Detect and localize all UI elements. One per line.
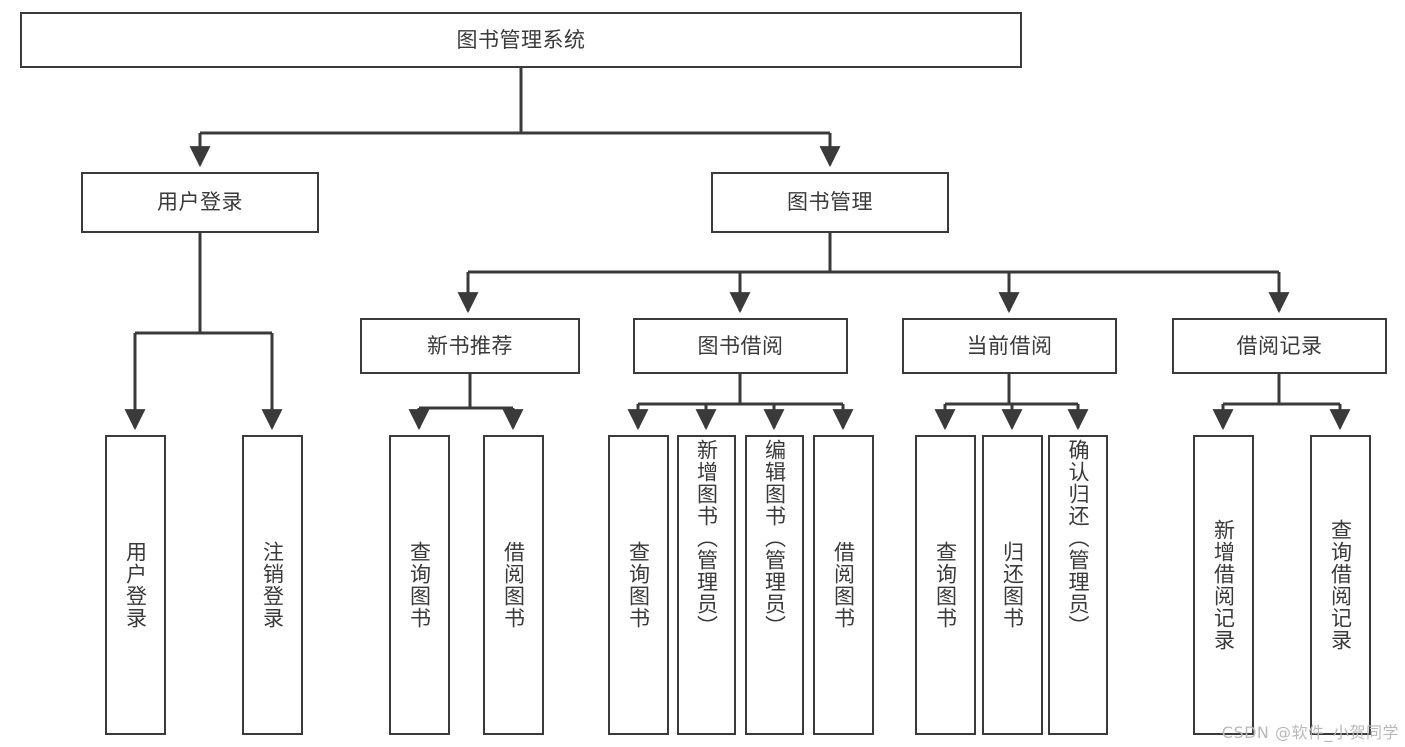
- node-new-book-rec[interactable]: 新书推荐: [360, 318, 580, 374]
- node-leaf-borrow-book-rec-label: 借阅图书: [501, 541, 526, 629]
- node-leaf-edit-book[interactable]: 编辑图书（管理员）: [745, 435, 804, 735]
- node-leaf-edit-book-label: 编辑图书（管理员）: [762, 439, 787, 637]
- node-leaf-confirm-return[interactable]: 确认归还（管理员）: [1048, 435, 1108, 735]
- node-leaf-add-book[interactable]: 新增图书（管理员）: [677, 435, 736, 735]
- node-borrow-record-label: 借阅记录: [1236, 333, 1323, 358]
- node-root-label: 图书管理系统: [456, 27, 586, 52]
- node-leaf-query-book-current-label: 查询图书: [933, 541, 958, 629]
- node-new-book-rec-label: 新书推荐: [427, 333, 513, 358]
- node-current-borrow-label: 当前借阅: [966, 333, 1053, 358]
- node-root[interactable]: 图书管理系统: [20, 12, 1022, 68]
- node-leaf-add-record[interactable]: 新增借阅记录: [1193, 435, 1254, 735]
- watermark-text: CSDN @软件_小贺同学: [1221, 723, 1399, 742]
- node-leaf-add-book-label: 新增图书（管理员）: [694, 439, 719, 637]
- node-current-borrow[interactable]: 当前借阅: [902, 318, 1117, 374]
- node-leaf-add-record-label: 新增借阅记录: [1211, 519, 1236, 651]
- node-leaf-user-logout[interactable]: 注销登录: [242, 435, 303, 735]
- node-leaf-query-book-rec[interactable]: 查询图书: [389, 435, 450, 735]
- node-book-manage[interactable]: 图书管理: [711, 172, 949, 233]
- node-user-login-label: 用户登录: [157, 190, 243, 215]
- node-leaf-borrow-book-rec[interactable]: 借阅图书: [483, 435, 544, 735]
- node-leaf-query-book-borrow[interactable]: 查询图书: [608, 435, 669, 735]
- node-book-borrow[interactable]: 图书借阅: [633, 318, 848, 374]
- node-leaf-query-book-rec-label: 查询图书: [407, 541, 432, 629]
- node-borrow-record[interactable]: 借阅记录: [1172, 318, 1387, 374]
- node-leaf-return-book-label: 归还图书: [1000, 541, 1025, 629]
- node-leaf-user-login[interactable]: 用户登录: [105, 435, 166, 735]
- node-leaf-borrow-book-label: 借阅图书: [831, 541, 856, 629]
- node-user-login[interactable]: 用户登录: [81, 172, 319, 233]
- node-leaf-query-record-label: 查询借阅记录: [1328, 519, 1353, 651]
- node-leaf-confirm-return-label: 确认归还（管理员）: [1066, 439, 1091, 637]
- node-leaf-query-book-borrow-label: 查询图书: [626, 541, 651, 629]
- node-leaf-query-record[interactable]: 查询借阅记录: [1310, 435, 1371, 735]
- node-leaf-query-book-current[interactable]: 查询图书: [915, 435, 976, 735]
- node-leaf-borrow-book[interactable]: 借阅图书: [813, 435, 874, 735]
- node-leaf-user-login-label: 用户登录: [123, 541, 148, 629]
- node-book-manage-label: 图书管理: [787, 190, 873, 215]
- node-leaf-return-book[interactable]: 归还图书: [982, 435, 1043, 735]
- node-leaf-user-logout-label: 注销登录: [260, 541, 285, 629]
- node-book-borrow-label: 图书借阅: [697, 333, 784, 358]
